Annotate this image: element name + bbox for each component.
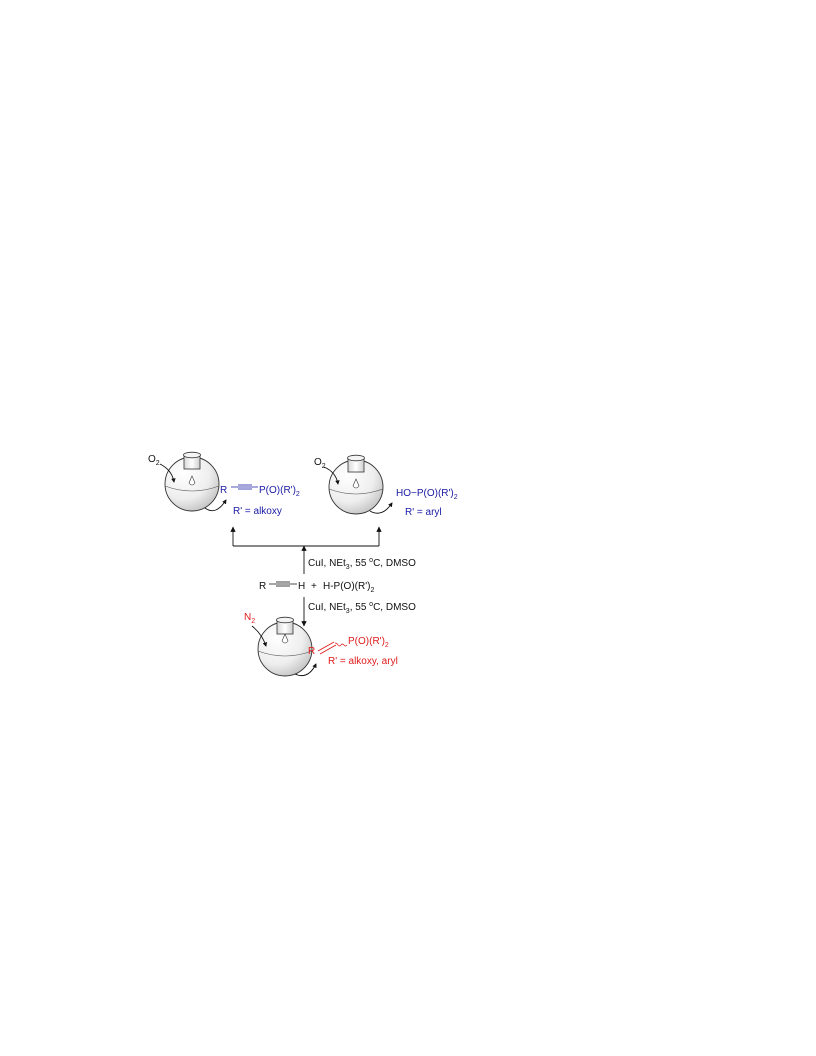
gas-inlet-curved-arrow-icon: [251, 625, 267, 647]
alkyne-h-label: H: [298, 581, 305, 592]
product-label: P(O)(R'): [348, 636, 385, 647]
phosphine-subscript: 2: [370, 587, 374, 594]
gas-subscript: 2: [322, 463, 326, 470]
gas-label: O: [314, 457, 322, 468]
conditions-up: CuI, NEt3, 55 oC, DMSO: [308, 557, 416, 571]
triple-bond-icon: [231, 484, 258, 490]
flask-bottom: N2 R P(O)(R')2 R' = alkoxy, aryl: [244, 612, 398, 677]
alkyne-r-label: R: [259, 581, 266, 592]
r-group-label: R: [308, 646, 315, 657]
svg-text:P(O)(R')2: P(O)(R')2: [348, 636, 389, 649]
gas-label: O: [148, 454, 156, 465]
product-out-curved-arrow-icon: [369, 502, 393, 514]
gas-inlet-curved-arrow-icon: [323, 466, 340, 485]
condition-label: R' = alkoxy: [233, 506, 282, 517]
svg-text:N2: N2: [244, 612, 255, 625]
svg-text:O2: O2: [314, 457, 326, 470]
condition-label: R' = alkoxy, aryl: [328, 656, 398, 667]
plus-sign: +: [311, 581, 317, 592]
round-bottom-flask-icon: [328, 454, 384, 515]
alkene-double-bond-icon: [317, 641, 348, 655]
gas-label: N: [244, 612, 251, 623]
reactants: R H + H-P(O)(R')2: [259, 581, 374, 594]
svg-text:O2: O2: [148, 454, 160, 467]
phosphine-label: H-P(O)(R'): [323, 581, 370, 592]
product-subscript: 2: [296, 491, 300, 498]
triple-bond-icon: [269, 581, 297, 587]
r-group-label: R: [220, 485, 227, 496]
product-subscript: 2: [454, 494, 458, 501]
conditions-down: CuI, NEt3, 55 oC, DMSO: [308, 601, 416, 615]
gas-inlet-curved-arrow-icon: [159, 463, 176, 483]
flask-top-left: O2 R P(O)(R')2 R' = alkoxy: [148, 451, 300, 517]
svg-text:P(O)(R')2: P(O)(R')2: [259, 485, 300, 498]
product-subscript: 2: [385, 642, 389, 649]
gas-subscript: 2: [251, 618, 255, 625]
svg-text:HO−P(O)(R')2: HO−P(O)(R')2: [396, 488, 458, 501]
product-label: HO−P(O)(R'): [396, 488, 454, 499]
flask-top-right: O2 HO−P(O)(R')2 R' = aryl: [314, 454, 458, 518]
gas-subscript: 2: [156, 460, 160, 467]
product-out-curved-arrow-icon: [294, 663, 317, 677]
round-bottom-flask-icon: [164, 451, 220, 512]
round-bottom-flask-icon: [257, 616, 313, 677]
product-out-curved-arrow-icon: [204, 499, 227, 512]
svg-text:H-P(O)(R')2: H-P(O)(R')2: [323, 581, 374, 594]
condition-label: R' = aryl: [405, 507, 442, 518]
product-label: P(O)(R'): [259, 485, 296, 496]
branch-arrows: [230, 526, 382, 627]
